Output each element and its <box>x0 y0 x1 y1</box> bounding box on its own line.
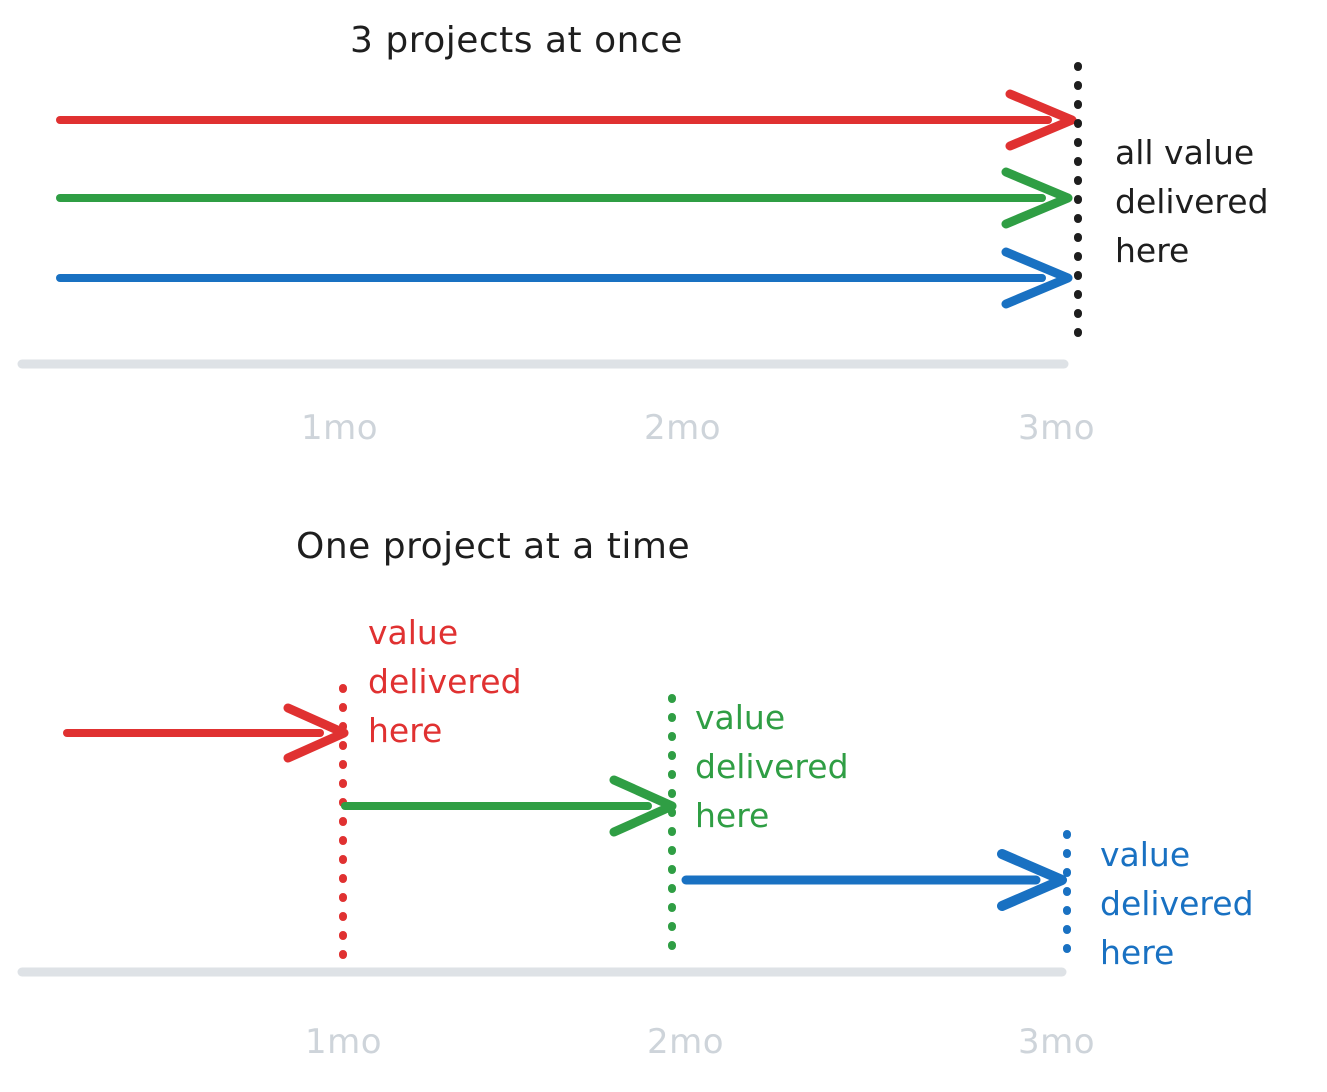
blue-value-annotation: value delivered here <box>1100 830 1254 977</box>
annotation-line: here <box>1115 231 1190 270</box>
annotation-line: all value <box>1115 133 1255 172</box>
annotation-line: value <box>695 698 786 737</box>
bottom-axis-label-1mo: 1mo <box>305 1022 383 1062</box>
annotation-line: delivered <box>1100 884 1254 923</box>
bottom-chart-title: One project at a time <box>296 526 691 567</box>
top-blue-project-arrow <box>56 247 1073 309</box>
annotation-line: value <box>368 613 459 652</box>
top-green-project-arrow <box>56 167 1073 229</box>
annotation-line: here <box>1100 933 1175 972</box>
annotation-line: here <box>368 711 443 750</box>
red-value-annotation: value delivered here <box>368 608 522 755</box>
top-all-value-annotation: all value delivered here <box>1115 128 1269 275</box>
top-axis-label-3mo: 3mo <box>1018 408 1096 448</box>
bottom-red-project-arrow <box>63 703 349 763</box>
bottom-axis-label-3mo: 3mo <box>1018 1022 1096 1062</box>
annotation-line: delivered <box>1115 182 1269 221</box>
top-red-project-arrow <box>56 89 1077 151</box>
top-axis-label-1mo: 1mo <box>301 408 379 448</box>
annotation-line: value <box>1100 835 1191 874</box>
green-value-annotation: value delivered here <box>695 693 849 840</box>
bottom-blue-project-arrow <box>681 849 1067 911</box>
bottom-axis-label-2mo: 2mo <box>647 1022 725 1062</box>
annotation-line: here <box>695 796 770 835</box>
top-axis-label-2mo: 2mo <box>644 408 722 448</box>
top-chart-title: 3 projects at once <box>350 20 683 61</box>
annotation-line: delivered <box>368 662 522 701</box>
bottom-green-project-arrow <box>341 775 677 837</box>
annotation-line: delivered <box>695 747 849 786</box>
